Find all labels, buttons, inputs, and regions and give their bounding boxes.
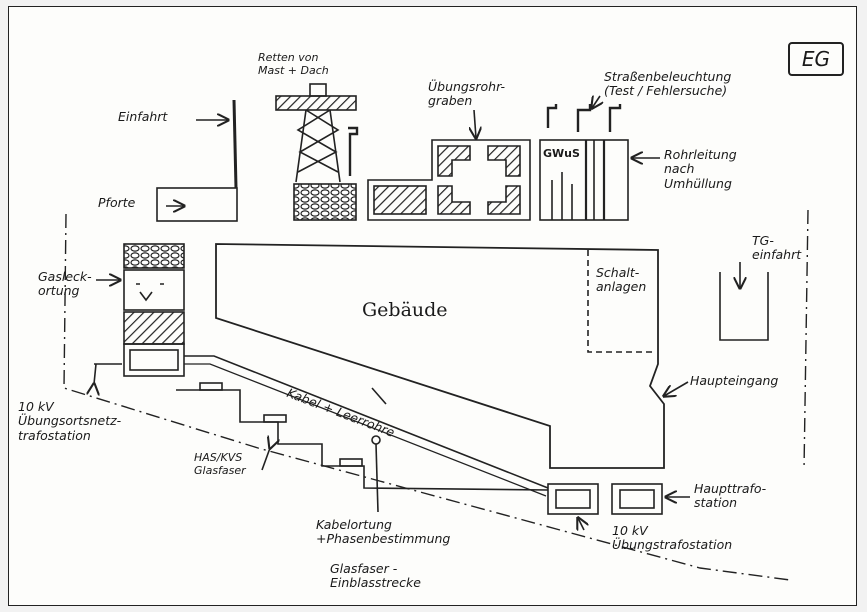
cable-line bbox=[184, 355, 549, 489]
label-fiber-blowing: Glasfaser - Einblasstrecke bbox=[330, 561, 421, 591]
street-lamp bbox=[608, 104, 622, 132]
cable-steps bbox=[176, 382, 549, 491]
training-transformer-arrow bbox=[578, 518, 584, 530]
label-switchgear: Schalt- anlagen bbox=[596, 265, 647, 295]
drawing-frame bbox=[8, 6, 857, 606]
street-lamp-arrow bbox=[592, 96, 600, 108]
label-gas-leak: Gasleck- ortung bbox=[38, 269, 92, 299]
building-outline bbox=[215, 243, 665, 469]
street-lamp bbox=[576, 104, 592, 132]
label-has-kvs: HAS/KVS Glasfaser bbox=[194, 451, 246, 477]
cable-locating-probe bbox=[371, 435, 381, 445]
switchgear-dashed bbox=[587, 250, 656, 353]
training-transformer bbox=[547, 483, 599, 515]
label-street-lighting: Straßenbeleuchtung (Test / Fehlersuche) bbox=[604, 69, 732, 99]
mast bbox=[275, 83, 357, 183]
pipeline-block bbox=[539, 139, 629, 221]
label-main-entrance: Haupteingang bbox=[690, 373, 779, 388]
ortsnetz-arrow bbox=[94, 363, 96, 384]
gas-leak-column bbox=[123, 243, 185, 377]
pipe-trench-area bbox=[367, 139, 531, 221]
label-einfahrt: Einfahrt bbox=[118, 109, 168, 124]
label-gwus: GWuS bbox=[543, 147, 580, 160]
street-lamp bbox=[546, 104, 558, 128]
property-boundary bbox=[803, 209, 809, 471]
label-training-transformer: 10 kV Übungstrafostation bbox=[612, 523, 733, 553]
cable-locating-rod bbox=[375, 443, 379, 513]
entrance-gate-post bbox=[232, 99, 238, 189]
label-building: Gebäude bbox=[362, 299, 448, 321]
main-entrance-arrow bbox=[664, 381, 689, 396]
floor-badge: EG bbox=[788, 42, 844, 76]
gatehouse bbox=[156, 187, 238, 222]
main-transformer-inner bbox=[619, 489, 655, 509]
has-kvs-arrow bbox=[261, 448, 270, 471]
label-local-transformer: 10 kV Übungsortsnetz- trafostation bbox=[18, 399, 122, 443]
garage-ramp bbox=[719, 272, 769, 341]
label-garage-entrance: TG- einfahrt bbox=[752, 233, 802, 263]
label-main-transformer: Haupttrafo- station bbox=[694, 481, 767, 511]
main-transformer bbox=[611, 483, 663, 515]
rooftop-block bbox=[293, 183, 357, 221]
label-cable-locating: Kabelortung +Phasenbestimmung bbox=[316, 517, 451, 547]
training-transformer-inner bbox=[555, 489, 591, 509]
label-pipeline: Rohrleitung nach Umhüllung bbox=[664, 147, 737, 191]
cable-arrow bbox=[371, 387, 387, 405]
cable-line bbox=[184, 363, 547, 497]
rescue-pole bbox=[348, 126, 359, 176]
label-retten: Retten von Mast + Dach bbox=[258, 51, 329, 77]
property-boundary bbox=[63, 213, 791, 581]
label-pipe-trench: Übungsrohr- graben bbox=[428, 79, 506, 109]
trench-arrow bbox=[474, 109, 476, 138]
label-pforte: Pforte bbox=[98, 195, 136, 210]
